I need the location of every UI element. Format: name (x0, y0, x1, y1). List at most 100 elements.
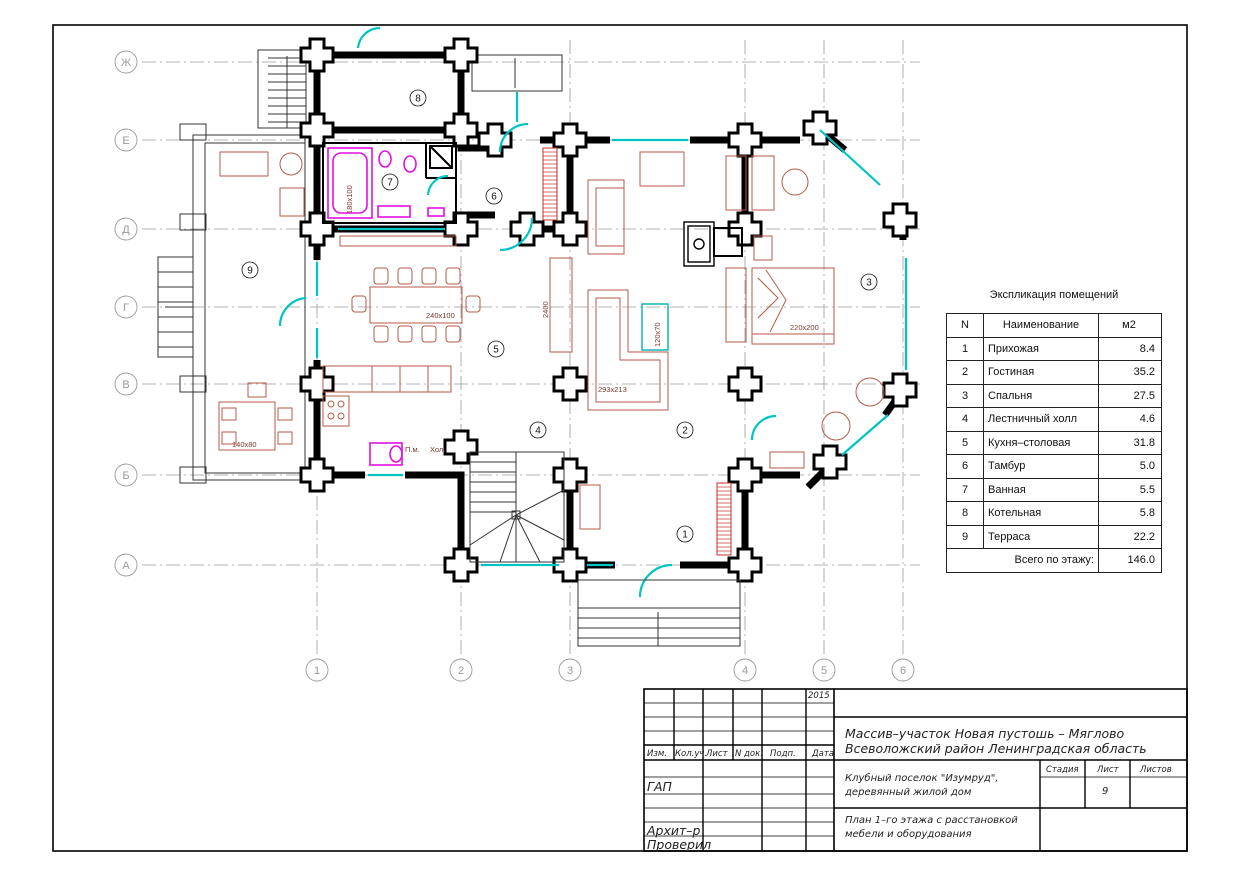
fridge-label: Хол. (430, 445, 445, 454)
axis-row-label: Д (122, 224, 130, 236)
room-number: 5 (493, 345, 499, 356)
room-number-circle (529, 421, 547, 439)
row-area: 22.2 (1098, 524, 1162, 549)
room-number: 3 (866, 278, 872, 289)
room-number: 8 (415, 94, 421, 105)
col-sign: Подп. (770, 749, 796, 759)
room-number: 2 (682, 426, 688, 437)
sheet-label: Лист (1097, 765, 1119, 775)
axis-row-label: В (122, 379, 129, 391)
main-staircase (469, 451, 565, 563)
axis-row-bubble (114, 463, 138, 487)
room-number: 4 (535, 426, 541, 437)
room-number: 7 (387, 178, 393, 189)
axis-row-label: Г (123, 302, 129, 314)
row-area: 27.5 (1098, 383, 1162, 408)
col-date: Дата (812, 749, 835, 759)
axis-col-label: 6 (900, 665, 906, 677)
log-junction (727, 366, 763, 402)
row-area: 5.0 (1098, 454, 1162, 479)
room-number-circle (860, 273, 878, 291)
row-name: Котельная (983, 501, 1099, 526)
row-n: 8 (946, 501, 984, 526)
room-number-circle (487, 340, 505, 358)
axis-col-bubble (558, 658, 582, 682)
row-name: Кухня–столовая (983, 430, 1099, 455)
entrance-steps (577, 579, 741, 647)
log-junction (552, 122, 588, 158)
row-name: Лестничный холл (983, 407, 1099, 432)
terrace (157, 123, 306, 484)
row-name: Тамбур (983, 454, 1099, 479)
axis-col-label: 5 (821, 665, 827, 677)
log-junction (552, 457, 588, 493)
dishwasher-label: П.м. (405, 445, 420, 454)
log-junction (443, 112, 479, 148)
log-junction (812, 444, 848, 480)
row-n: 5 (946, 430, 984, 455)
row-area: 4.6 (1098, 407, 1162, 432)
axis-row-bubble (114, 217, 138, 241)
axis-row-label: Ж (121, 57, 131, 69)
log-junction (299, 457, 335, 493)
room-number: 6 (491, 192, 497, 203)
drawing-line-1: План 1–го этажа с расстановкой (845, 815, 1018, 826)
log-junctions (299, 37, 918, 583)
room-number: 9 (247, 266, 253, 277)
room-number-circles (241, 89, 878, 543)
room-number-circle (241, 261, 259, 279)
axis-col-label: 3 (567, 665, 573, 677)
sheets-label: Листов (1140, 765, 1172, 775)
axis-row-label: Б (122, 470, 129, 482)
row-n: 1 (946, 336, 984, 361)
header-n: N (946, 313, 984, 338)
log-junction (299, 366, 335, 402)
log-junction (727, 211, 763, 247)
log-junction (299, 37, 335, 73)
sheet-frame (52, 24, 1188, 852)
log-junction (477, 122, 513, 158)
row-name: Гостиная (983, 360, 1099, 385)
log-junction (802, 110, 838, 146)
log-junction (443, 547, 479, 583)
axis-col-bubble (891, 658, 915, 682)
room-number: 1 (682, 530, 688, 541)
header-area: м2 (1098, 313, 1162, 338)
room-number-circle (409, 89, 427, 107)
architect-label: Архит–р (647, 823, 701, 838)
row-name: Ванная (983, 477, 1099, 502)
total-label: Всего по этажу: (946, 548, 1099, 573)
axis-row-bubble (114, 295, 138, 319)
row-n: 7 (946, 477, 984, 502)
room-number-circle (676, 421, 694, 439)
room-number-circle (676, 525, 694, 543)
axis-col-label: 1 (314, 665, 320, 677)
bed-label: 220x200 (790, 323, 819, 332)
total-value: 146.0 (1098, 548, 1162, 573)
row-area: 5.8 (1098, 501, 1162, 526)
stage-label: Стадия (1046, 765, 1079, 775)
checked-label: Проверил (647, 837, 712, 852)
log-junction (443, 37, 479, 73)
axis-col-bubble (812, 658, 836, 682)
room-number-circle (485, 187, 503, 205)
log-junction (509, 211, 545, 247)
row-name: Терраса (983, 524, 1099, 549)
terrace-table-label: 140x80 (232, 440, 257, 449)
axis-row-label: Е (122, 135, 129, 147)
row-n: 9 (946, 524, 984, 549)
year: 2015 (808, 691, 830, 701)
row-n: 4 (946, 407, 984, 432)
total-row: Всего по этажу: 146.0 (946, 548, 1162, 573)
sheet-number: 9 (1102, 786, 1109, 797)
axis-row-bubble (114, 50, 138, 74)
bath-label: 180x100 (345, 185, 354, 214)
axis-row-bubble (114, 372, 138, 396)
stair-dim-label: 2400 (541, 301, 550, 318)
